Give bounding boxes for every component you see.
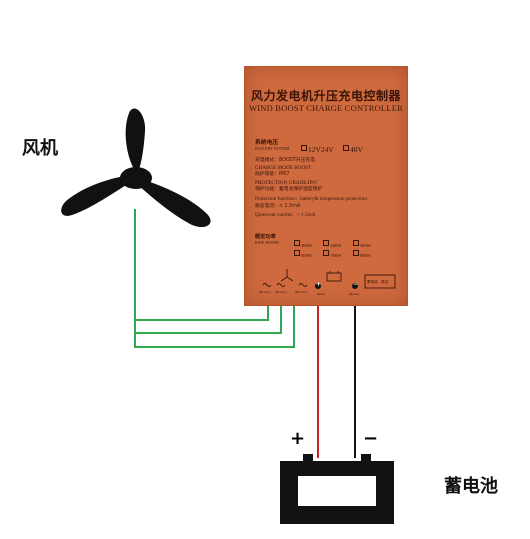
turbine-wire-1: [134, 209, 295, 348]
checkbox-icon: [352, 249, 359, 256]
charge-mode-cn: 充电模式：BOOST升压充电: [255, 158, 315, 163]
svg-text:(Brown): (Brown): [295, 290, 307, 294]
checkbox-icon: [352, 239, 359, 246]
power-options-row1: 300W 400W 500W: [293, 232, 371, 251]
turbine-wire-2: [135, 294, 282, 334]
terminal-minus: −: [353, 281, 359, 288]
voltage-opt-12v: 12V: [308, 145, 321, 154]
checkbox-icon: [342, 144, 349, 151]
power-opt-700w: 700W: [330, 253, 342, 258]
terminal-plus: +: [316, 281, 322, 288]
rated-power-label: 额定功率 RATE POWER: [255, 233, 279, 246]
charge-mode-en: CHARGE MODE BOOST: [255, 165, 312, 171]
system-voltage-row: 系统电压 BATTERY SYSTEM: [255, 137, 289, 152]
battery-minus-sign: −: [363, 428, 379, 449]
svg-text:(Black): (Black): [349, 292, 359, 296]
system-voltage-en: BATTERY SYSTEM: [255, 146, 290, 151]
battery-icon: [280, 454, 394, 524]
battery-plus-sign: +: [290, 428, 306, 449]
charge-controller: 风力发电机升压充电控制器 WIND BOOST CHARGE CONTROLLE…: [244, 66, 408, 306]
terminal-battery-caption: 蓄电池: [367, 280, 378, 284]
voltage-opt-24v: 24V: [320, 145, 334, 154]
quiescent-en: Quiescent current：< 1.5mA: [255, 212, 316, 218]
checkbox-icon: [323, 249, 330, 256]
turbine-label: 风机: [22, 138, 58, 159]
power-opt-400w: 400W: [330, 243, 342, 248]
system-voltage-cn: 系统电压: [255, 140, 279, 146]
rated-power-cn: 额定功率: [255, 234, 276, 240]
power-options-row2: 600W 700W 800W: [293, 242, 371, 261]
terminal-fan-caption: 风机: [380, 280, 389, 284]
protection-grade-cn: 防护等级：IP67: [255, 172, 290, 177]
terminal-strip-icon: (Brown) (Brown) (Brown) (Red) (Black): [259, 269, 396, 296]
rated-power-en: RATE POWER: [255, 241, 279, 245]
voltage-options: 12V24V 48V: [300, 137, 363, 156]
svg-text:(Brown): (Brown): [259, 290, 271, 294]
protection-function-en: Protection function：battery& temperature…: [255, 196, 367, 202]
checkbox-icon: [294, 249, 300, 256]
board-title-cn: 风力发电机升压充电控制器: [250, 89, 401, 103]
protection-grade-en: PROTECTION GRADE:IP67: [255, 180, 318, 186]
wind-turbine-icon: [61, 108, 211, 228]
terminal-captions: 蓄电池 风机: [367, 280, 388, 285]
power-opt-500w: 500W: [359, 243, 371, 248]
voltage-opt-48v: 48V: [349, 145, 363, 154]
checkbox-icon: [294, 239, 300, 246]
checkbox-icon: [323, 239, 330, 246]
svg-text:(Brown): (Brown): [275, 290, 287, 294]
power-opt-600w: 600W: [301, 253, 313, 258]
board-title-en: WIND BOOST CHARGE CONTROLLER: [249, 103, 403, 113]
battery-label: 蓄电池: [444, 476, 498, 497]
power-opt-300w: 300W: [301, 243, 313, 248]
checkbox-icon: [301, 144, 307, 151]
power-opt-800w: 800W: [359, 253, 371, 258]
svg-text:(Red): (Red): [317, 292, 325, 296]
quiescent-cn: 静态电流：< 1.5mA: [255, 204, 301, 209]
protection-function-cn: 保护功能：蓄电池保护温度保护: [255, 187, 323, 192]
